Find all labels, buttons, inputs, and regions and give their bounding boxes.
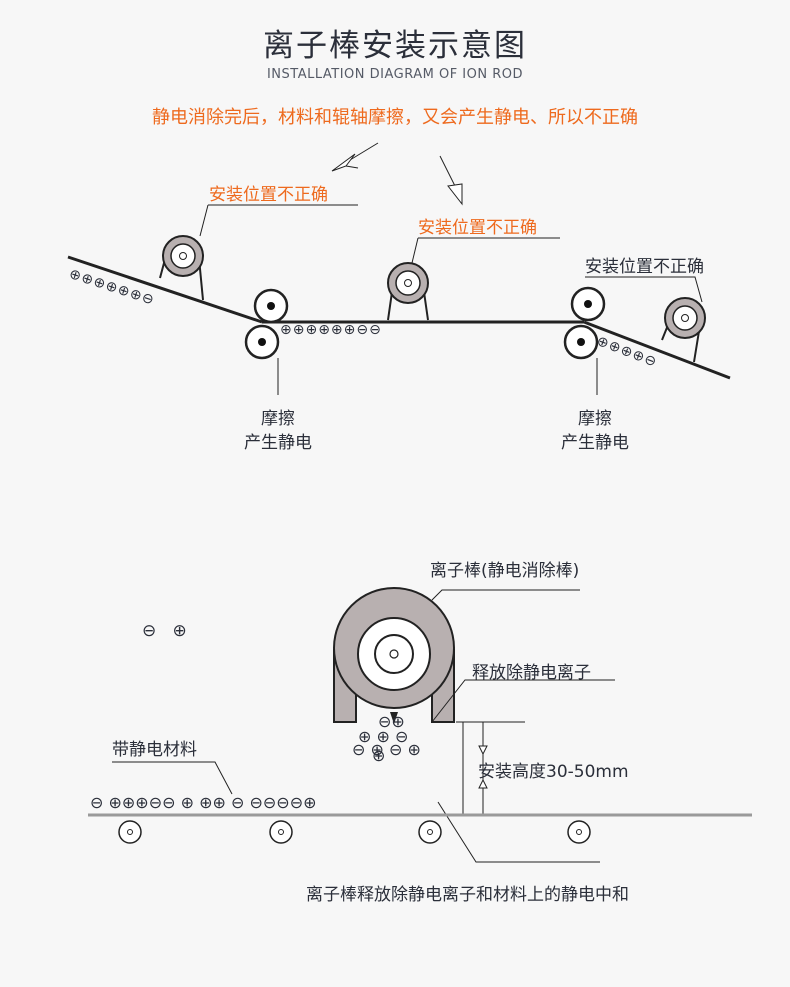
conveyor-roller [118, 820, 142, 844]
roller-top-right [570, 286, 606, 322]
leader-ion-rod [431, 589, 580, 601]
conveyor-roller [567, 820, 591, 844]
material-web-right-slope [583, 320, 731, 380]
material-charges: ⊖ ⊕⊕⊕⊖⊖ ⊕ ⊕⊕ ⊖ ⊖⊖⊖⊖⊕ [90, 793, 317, 812]
page-subtitle: INSTALLATION DIAGRAM OF ION ROD [266, 67, 524, 82]
released-ions-row2: ⊕ ⊕ ⊖ [358, 727, 409, 746]
friction-label-right-line1: 摩擦 [578, 409, 612, 429]
leader-material [112, 761, 233, 795]
height-dimension [456, 721, 525, 815]
ion-rod-large [333, 587, 455, 724]
conveyor-roller [418, 820, 442, 844]
roller-bottom-left [244, 324, 280, 360]
leader-right-label [585, 276, 703, 303]
released-ions-row3: ⊖ ⊕ ⊖ ⊕ [352, 740, 421, 759]
release-ions-label: 释放除静电离子 [472, 663, 591, 683]
arrow-to-left-rod [331, 142, 379, 172]
wrong-position-label-middle: 安装位置不正确 [418, 218, 537, 238]
floating-charges: ⊖ ⊕ [142, 621, 187, 641]
neutralize-label: 离子棒释放除静电离子和材料上的静电中和 [306, 885, 629, 905]
leader-left-rod [199, 204, 209, 237]
ion-rod-middle [387, 262, 429, 321]
released-ions-row4: ⊕ [372, 746, 386, 765]
ion-rod-left [159, 235, 204, 301]
leader-middle-rod [411, 237, 419, 264]
arrow-to-middle-rod [439, 155, 463, 206]
installation-height-label: 安装高度30-50mm [478, 762, 629, 782]
conveyor-roller [269, 820, 293, 844]
page-title: 离子棒安装示意图 [263, 28, 527, 64]
charges-middle: ⊕⊕⊕⊕⊕⊕⊖⊖ [280, 322, 382, 338]
ion-rod-label: 离子棒(静电消除棒) [430, 561, 580, 581]
warning-text: 静电消除完后，材料和辊轴摩擦，又会产生静电、所以不正确 [152, 107, 638, 128]
ion-rod-right [661, 297, 706, 363]
released-ions-row1: ⊖⊕ [378, 712, 405, 731]
leader-release [431, 679, 615, 723]
friction-label-left-line2: 产生静电 [244, 433, 312, 453]
material-web-left-slope [67, 255, 263, 324]
friction-label-left-line1: 摩擦 [261, 409, 295, 429]
roller-top-left [253, 288, 289, 324]
wrong-position-label-left: 安装位置不正确 [209, 185, 328, 205]
roller-bottom-right [563, 324, 599, 360]
friction-label-right-line2: 产生静电 [561, 433, 629, 453]
leader-neutralize [437, 801, 600, 863]
top-diagram [67, 142, 731, 395]
charged-material-label: 带静电材料 [112, 740, 197, 760]
wrong-position-label-right: 安装位置不正确 [585, 257, 704, 277]
